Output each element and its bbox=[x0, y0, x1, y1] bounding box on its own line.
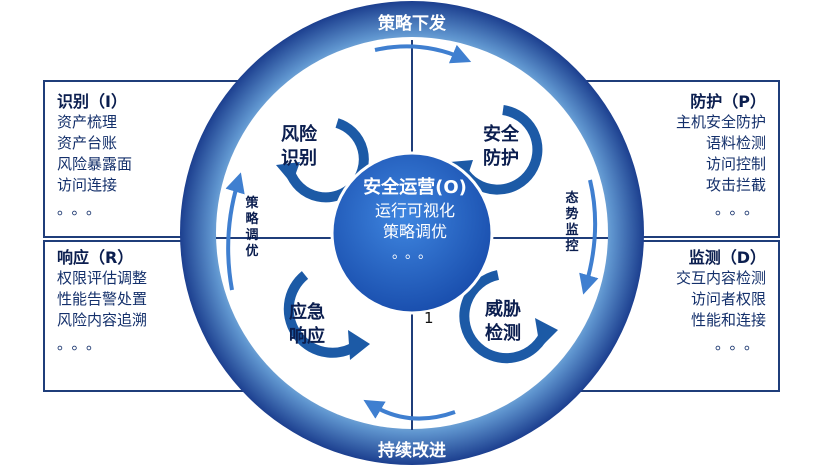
center-line2: 策略调优 bbox=[382, 222, 447, 241]
center-line1: 运行可视化 bbox=[374, 201, 455, 220]
center-title: 安全运营(O) bbox=[363, 177, 467, 198]
quadrant-risk-identify: 风险 识别 bbox=[264, 123, 334, 171]
cycle-arrow-threat-detect bbox=[459, 270, 558, 364]
panel-protect-title: 防护（P） bbox=[690, 92, 766, 111]
panel-identify-item: 风险暴露面 bbox=[57, 155, 133, 173]
panel-protect-ellipsis: 。。。 bbox=[714, 200, 766, 218]
ring-bottom-label: 持续改进 bbox=[378, 441, 446, 461]
side-label-left-char: 略 bbox=[245, 212, 259, 227]
side-label-left-char: 策 bbox=[245, 196, 259, 211]
quadrant-label-line: 风险 bbox=[281, 124, 317, 145]
panel-respond-item: 权限评估调整 bbox=[57, 269, 148, 287]
panel-respond-ellipsis: 。。。 bbox=[57, 335, 109, 353]
panel-detect-item: 性能和连接 bbox=[690, 311, 766, 329]
side-label-right-char: 态 bbox=[565, 191, 579, 206]
panel-respond-title: 响应（R） bbox=[57, 248, 134, 267]
panel-protect-item: 语料检测 bbox=[705, 134, 766, 152]
panel-identify-ellipsis: 。。。 bbox=[57, 200, 109, 218]
quadrant-emergency-respond: 应急 响应 bbox=[272, 301, 342, 349]
right-flow-arrow bbox=[579, 179, 599, 295]
panel-protect-item: 访问控制 bbox=[705, 155, 766, 173]
panel-detect-item: 交互内容检测 bbox=[675, 269, 766, 287]
panel-identify-item: 访问连接 bbox=[57, 176, 118, 194]
side-label-left-char: 优 bbox=[245, 244, 259, 259]
panel-respond-item: 风险内容追溯 bbox=[57, 311, 148, 329]
quadrant-threat-detect: 威胁 检测 bbox=[468, 298, 538, 346]
side-label-right-char: 势 bbox=[565, 207, 579, 222]
ring-top-label: 策略下发 bbox=[378, 14, 446, 34]
marker-number: 1 bbox=[424, 309, 434, 327]
bottom-flow-arrow bbox=[363, 399, 456, 421]
cycle-arrow-emergency-respond bbox=[283, 271, 370, 360]
panel-detect-ellipsis: 。。。 bbox=[714, 335, 766, 353]
panel-respond-item: 性能告警处置 bbox=[57, 290, 148, 308]
side-label-right: 态 势 监 控 bbox=[563, 191, 581, 255]
side-label-right-char: 监 bbox=[565, 223, 579, 238]
quadrant-label-line: 识别 bbox=[281, 148, 317, 169]
quadrant-label-line: 安全 bbox=[483, 124, 519, 145]
side-label-right-char: 控 bbox=[565, 239, 579, 254]
top-flow-arrow bbox=[374, 44, 472, 64]
panel-detect-item: 访问者权限 bbox=[690, 290, 766, 308]
left-flow-arrow bbox=[225, 172, 245, 291]
quadrant-label-line: 应急 bbox=[289, 302, 325, 323]
quadrant-label-line: 响应 bbox=[289, 326, 325, 347]
center-label: 安全运营(O) 运行可视化 策略调优 。。。 bbox=[331, 176, 499, 266]
side-label-left: 策 略 调 优 bbox=[243, 196, 261, 260]
quadrant-label-line: 检测 bbox=[485, 323, 521, 344]
panel-protect-item: 攻击拦截 bbox=[705, 176, 766, 194]
panel-identify-title: 识别（I） bbox=[57, 92, 127, 111]
center-ellipsis: 。。。 bbox=[392, 246, 438, 262]
center-circle bbox=[330, 151, 494, 315]
panel-identify-item: 资产梳理 bbox=[57, 113, 118, 131]
panel-identify-item: 资产台账 bbox=[57, 134, 118, 152]
side-label-left-char: 调 bbox=[245, 228, 259, 243]
panel-protect-item: 主机安全防护 bbox=[675, 113, 766, 131]
quadrant-label-line: 防护 bbox=[483, 148, 519, 169]
quadrant-security-protect: 安全 防护 bbox=[466, 123, 536, 171]
panel-detect-title: 监测（D） bbox=[688, 248, 766, 267]
quadrant-label-line: 威胁 bbox=[485, 299, 521, 320]
